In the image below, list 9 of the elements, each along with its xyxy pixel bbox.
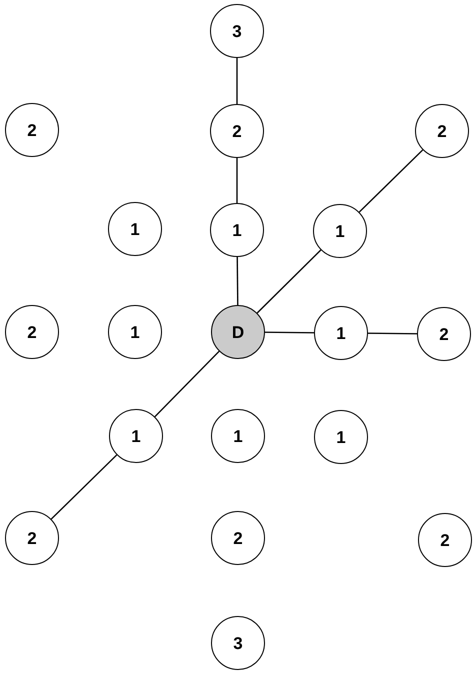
connector-line bbox=[236, 158, 238, 203]
connector-line bbox=[358, 149, 424, 213]
connector-line bbox=[236, 257, 238, 305]
connector-line bbox=[154, 350, 220, 418]
connector-line bbox=[50, 454, 118, 520]
connector-line bbox=[256, 250, 322, 314]
connector-line bbox=[265, 332, 314, 334]
connector-line bbox=[368, 332, 417, 334]
connector-line bbox=[236, 58, 238, 104]
